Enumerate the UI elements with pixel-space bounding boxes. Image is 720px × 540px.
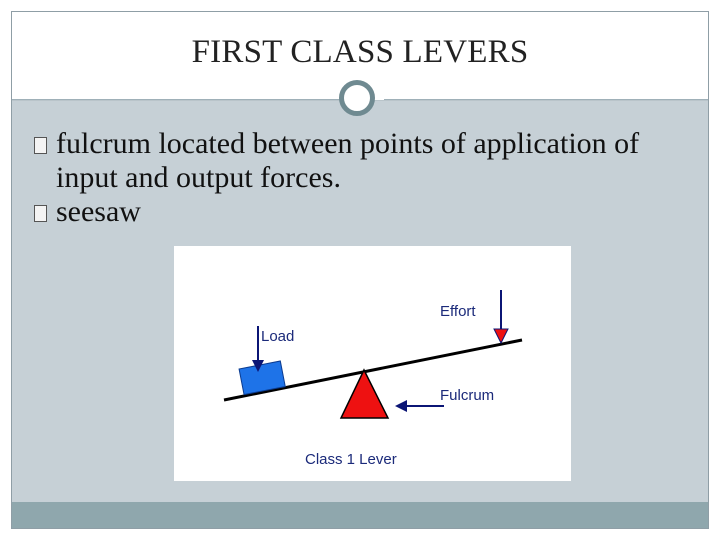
load-arrow-head [252,360,264,372]
bullet-text: fulcrum located between points of applic… [56,127,640,194]
lever-beam [223,338,523,402]
fulcrum-triangle [339,368,390,419]
bullet-box-icon [34,137,47,154]
title-divider-left [12,99,342,100]
bullet-list: fulcrum located between points of applic… [12,127,702,229]
effort-label: Effort [440,303,476,320]
diagram-caption: Class 1 Lever [305,451,397,468]
bullet-item: fulcrum located between points of applic… [12,127,702,195]
fulcrum-arrow-head [395,400,407,412]
slide: FIRST CLASS LEVERS fulcrum located betwe… [11,11,709,529]
bullet-text: seesaw [56,195,141,228]
bullet-item: seesaw [12,195,702,229]
title-circle-ornament [339,80,375,116]
slide-title: FIRST CLASS LEVERS [191,34,529,70]
lever-diagram-svg: Effort Load Fulcrum Class 1 Lever [223,290,523,468]
bullet-box-icon [34,205,47,222]
lever-diagram: Effort Load Fulcrum Class 1 Lever [174,246,571,481]
fulcrum-label: Fulcrum [440,387,494,404]
load-label: Load [261,328,294,345]
effort-arrow-head [493,328,509,345]
title-divider-right [384,99,708,100]
footer-bar [12,502,708,528]
